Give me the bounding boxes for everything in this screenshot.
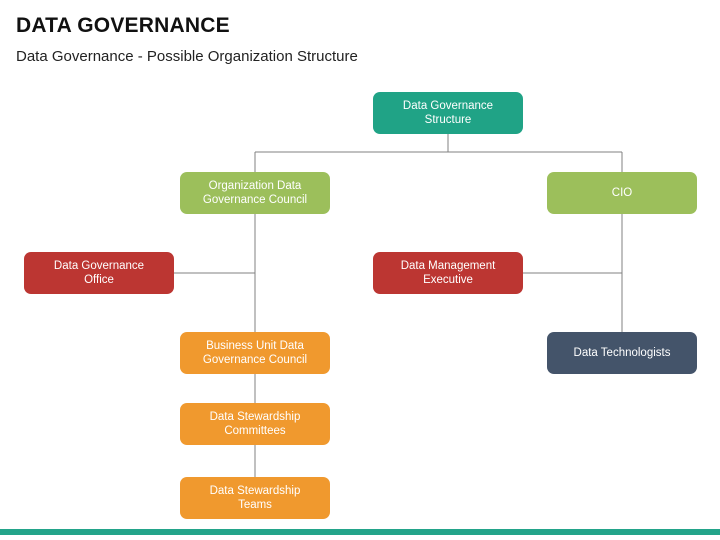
node-data-stewardship-teams[interactable]: Data Stewardship Teams (180, 477, 330, 519)
node-data-governance-office[interactable]: Data Governance Office (24, 252, 174, 294)
node-cio[interactable]: CIO (547, 172, 697, 214)
page-subtitle: Data Governance - Possible Organization … (16, 48, 358, 65)
node-business-unit-data-governance-council[interactable]: Business Unit Data Governance Council (180, 332, 330, 374)
node-data-governance-structure[interactable]: Data Governance Structure (373, 92, 523, 134)
node-data-management-executive[interactable]: Data Management Executive (373, 252, 523, 294)
node-data-stewardship-committees[interactable]: Data Stewardship Committees (180, 403, 330, 445)
bottom-accent-bar (0, 529, 720, 535)
page-title: DATA GOVERNANCE (16, 14, 230, 37)
node-organization-data-governance-council[interactable]: Organization Data Governance Council (180, 172, 330, 214)
node-data-technologists[interactable]: Data Technologists (547, 332, 697, 374)
